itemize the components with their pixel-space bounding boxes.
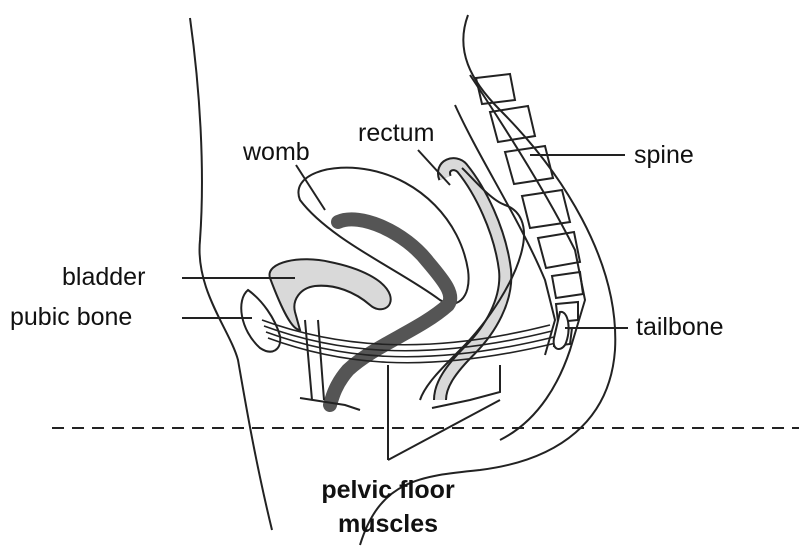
label-womb: womb (243, 140, 310, 165)
pubic-bone (241, 290, 280, 352)
body-back-outline (360, 15, 615, 545)
label-pubic-bone: pubic bone (10, 305, 132, 330)
bladder (270, 259, 391, 330)
tailbone (554, 312, 569, 349)
body-front-outline (190, 18, 272, 530)
urethra (305, 320, 324, 400)
spine-column (470, 75, 585, 440)
label-spine: spine (634, 143, 694, 168)
leader-pelvic-floor-2 (388, 400, 500, 460)
label-rectum: rectum (358, 121, 434, 146)
spine-column-inner (455, 105, 555, 355)
label-bladder: bladder (62, 265, 145, 290)
label-pelvic-floor-line1: pelvic floor (283, 478, 493, 503)
label-tailbone: tailbone (636, 315, 724, 340)
label-pelvic-floor-line2: muscles (283, 512, 493, 537)
